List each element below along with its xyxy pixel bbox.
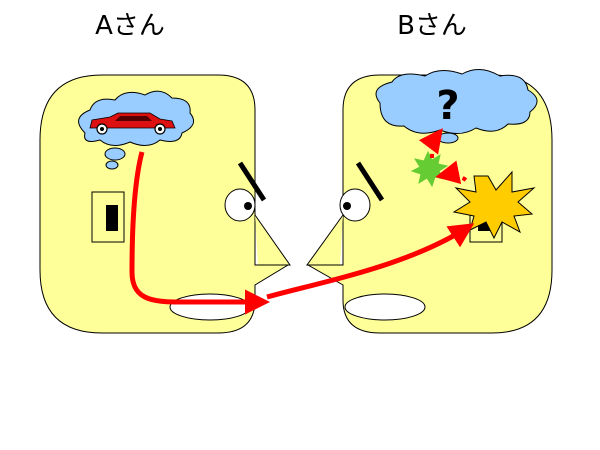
sports-car-icon bbox=[89, 112, 176, 135]
arrow-speech-to-ear bbox=[266, 223, 475, 300]
thought-bubble-a-1 bbox=[104, 147, 126, 161]
question-mark-icon: ? bbox=[436, 83, 459, 129]
person-a-mouth bbox=[169, 293, 251, 321]
person-b-pupil bbox=[343, 202, 351, 210]
person-b-nose bbox=[306, 214, 344, 266]
person-a-pupil bbox=[244, 202, 252, 210]
person-b-eyebrow bbox=[355, 161, 385, 202]
thought-bubble-a-2 bbox=[105, 160, 119, 170]
arrow-burst-to-spark bbox=[435, 160, 468, 185]
arrow-spark-to-question bbox=[418, 128, 443, 159]
person-a-nose bbox=[254, 214, 291, 266]
person-a-label: Aさん bbox=[95, 11, 165, 41]
person-a-ear-hole bbox=[106, 205, 118, 231]
person-b-mouth bbox=[344, 293, 426, 321]
person-a-eye bbox=[224, 188, 256, 222]
person-b-label: Bさん bbox=[397, 11, 467, 41]
thought-bubble-b-1 bbox=[437, 132, 459, 144]
person-a-thought-cloud bbox=[78, 90, 195, 170]
explosion-burst-icon bbox=[452, 170, 536, 240]
person-a-eyebrow bbox=[237, 161, 267, 202]
person-b-eye bbox=[339, 188, 371, 222]
arrow-thought-to-mouth bbox=[129, 151, 270, 315]
